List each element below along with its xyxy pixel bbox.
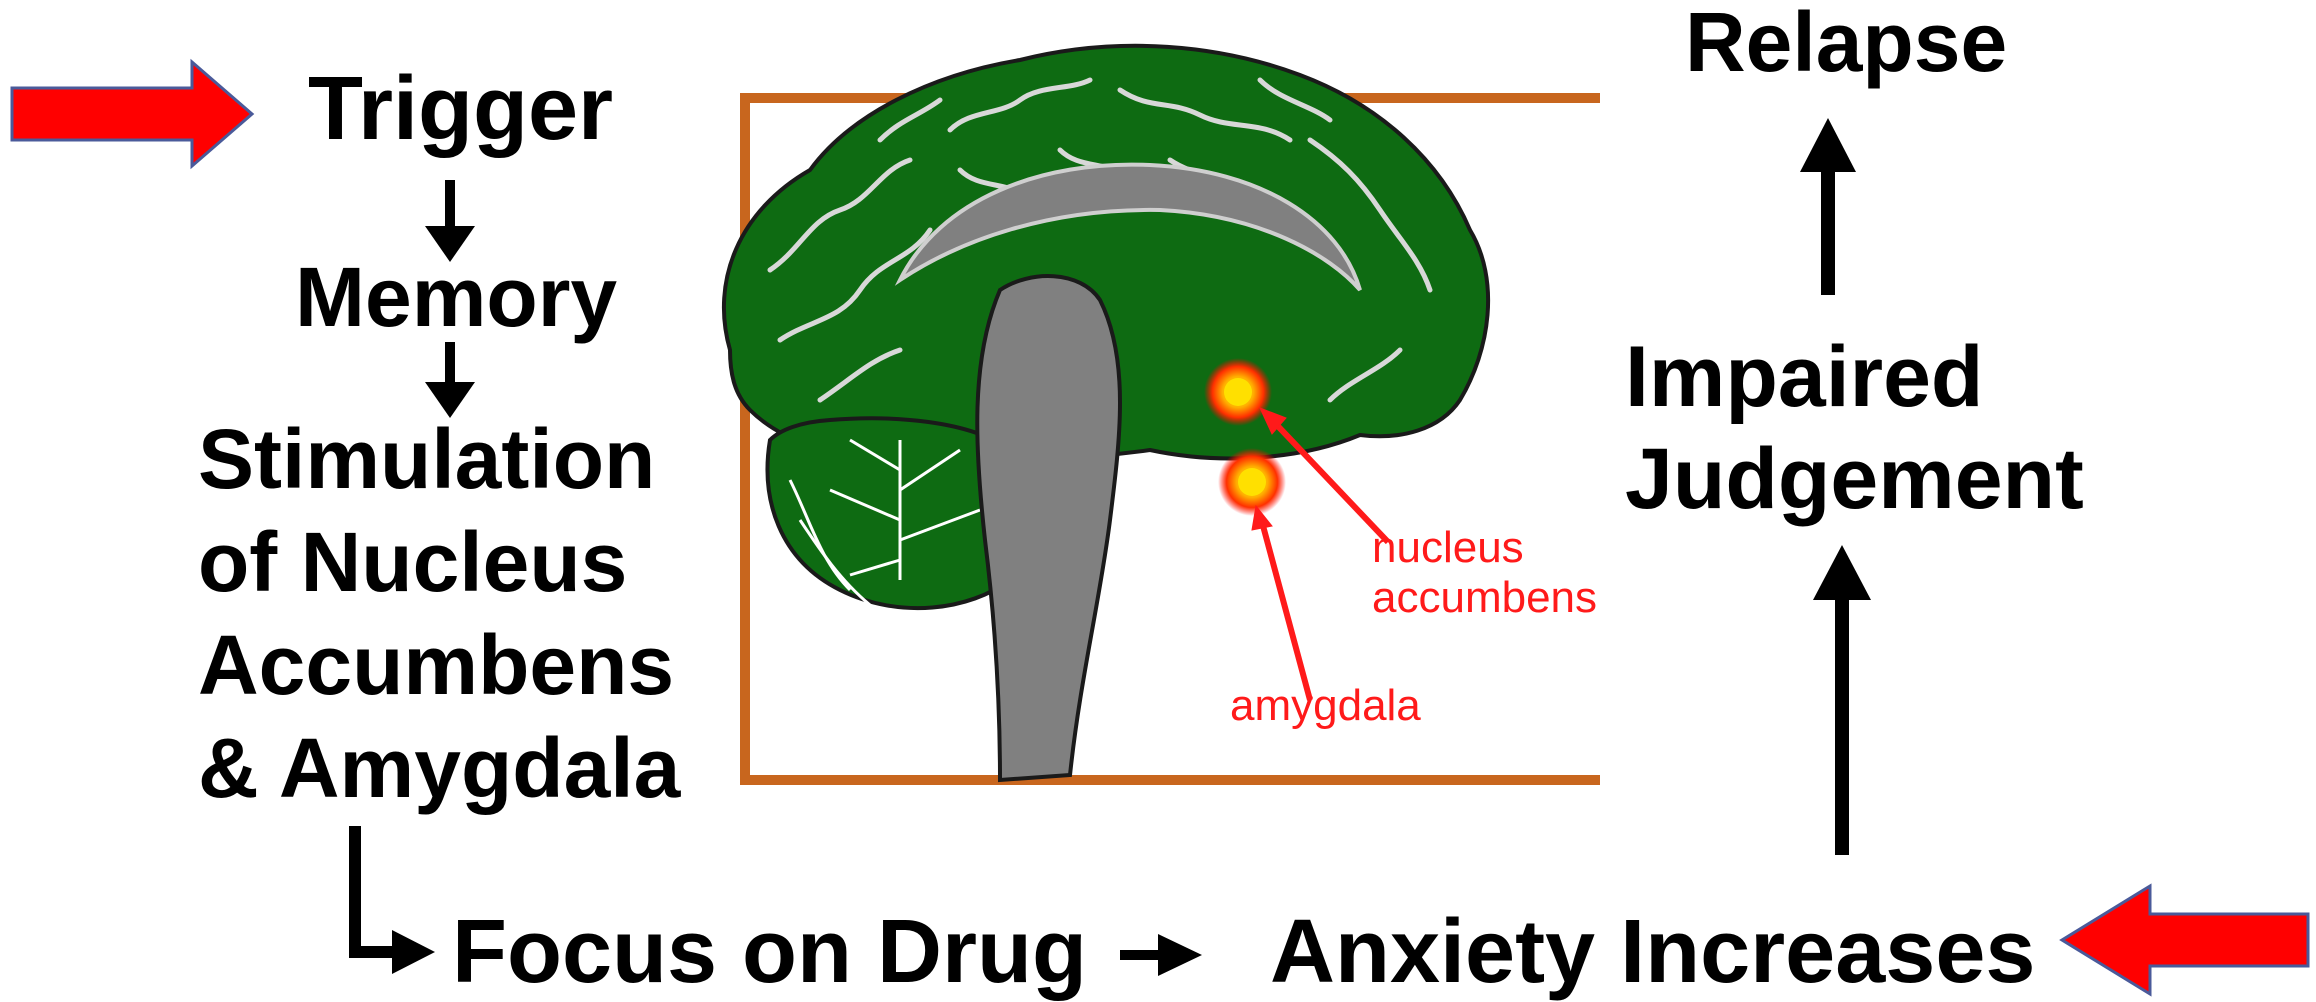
memory-label: Memory — [295, 255, 617, 339]
impaired-line-1: Impaired — [1625, 326, 2084, 428]
relapse-label: Relapse — [1685, 0, 2007, 84]
brainstem — [977, 276, 1120, 780]
nucleus-accumbens-label-line2: accumbens — [1372, 573, 1597, 622]
arrow-stimulation-to-focus — [355, 826, 435, 974]
anxiety-increases-label: Anxiety Increases — [1270, 907, 2035, 997]
stimulation-line-4: & Amygdala — [198, 717, 680, 820]
nucleus-accumbens-label-line1: nucleus — [1372, 523, 1524, 572]
arrow-impaired-to-relapse — [1800, 118, 1856, 295]
stimulation-line-2: of Nucleus — [198, 511, 680, 614]
trigger-label: Trigger — [308, 64, 613, 154]
stimulation-line-1: Stimulation — [198, 408, 680, 511]
impaired-line-2: Judgement — [1625, 428, 2084, 530]
arrow-memory-to-stimulation — [425, 342, 475, 418]
arrow-focus-to-anxiety — [1120, 934, 1202, 976]
stimulation-label: Stimulation of Nucleus Accumbens & Amygd… — [198, 408, 680, 820]
amygdala-label: amygdala — [1230, 681, 1421, 730]
focus-on-drug-label: Focus on Drug — [452, 907, 1087, 997]
brain-illustration: nucleus accumbens amygdala — [700, 20, 1600, 800]
impaired-judgement-label: Impaired Judgement — [1625, 326, 2084, 530]
stimulation-line-3: Accumbens — [198, 614, 680, 717]
arrow-anxiety-to-impaired — [1813, 545, 1871, 855]
